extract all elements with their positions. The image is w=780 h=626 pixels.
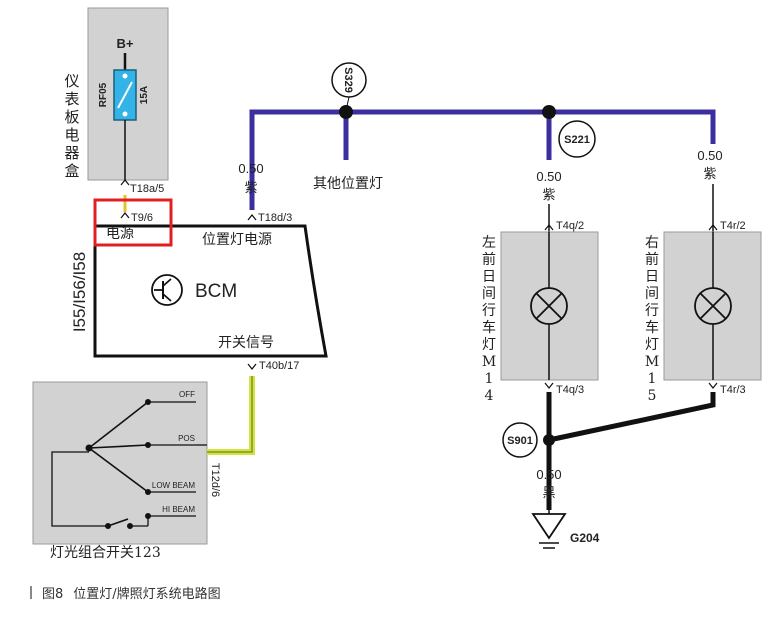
svg-text:器: 器 — [64, 144, 79, 162]
ground-icon — [531, 513, 567, 549]
svg-text:电: 电 — [64, 126, 79, 144]
svg-text:仪: 仪 — [64, 72, 79, 90]
fuse-rating: 15A — [139, 86, 150, 104]
position-power-label: 位置灯电源 — [202, 232, 272, 248]
pin-t40b17: T40b/17 — [259, 360, 299, 372]
switch-pos-hi: HI BEAM — [162, 505, 195, 514]
signal-wire — [207, 376, 255, 455]
right-pin-bottom: T4r/3 — [720, 384, 746, 396]
switch-pos-off: OFF — [179, 390, 195, 399]
highlight-box — [93, 198, 173, 247]
figure-number: 图8 — [42, 587, 64, 602]
splice-s221 — [558, 120, 596, 158]
purple-bus-wire — [249, 109, 716, 210]
switch-pos-low: LOW BEAM — [152, 481, 195, 490]
svg-text:表: 表 — [64, 90, 79, 108]
other-lamps-label: 其他位置灯 — [313, 176, 383, 192]
switch-pos-pos: POS — [178, 434, 195, 443]
bcm-box — [93, 224, 328, 358]
svg-text:盒: 盒 — [64, 162, 79, 180]
svg-text:S329: S329 — [342, 67, 354, 93]
switch-connector: T12d/6 — [209, 463, 221, 497]
bcm-name: BCM — [195, 281, 237, 302]
svg-text:S901: S901 — [507, 435, 533, 447]
left-wire-gauge: 0.50 — [238, 161, 263, 176]
bcm-side-label: I55/I56/I58 — [70, 252, 89, 332]
ground-point-label: G204 — [570, 531, 600, 545]
left-pin-top: T4q/2 — [556, 220, 584, 232]
power-label: 电源 — [106, 226, 134, 242]
switch-name: 灯光组合开关123 — [50, 545, 161, 561]
supply-label: B+ — [117, 36, 134, 51]
switch-contacts — [51, 399, 207, 529]
right-pin-top: T4r/2 — [720, 220, 746, 232]
ground-wire-color: 黑 — [542, 486, 555, 501]
figure-caption: 图8 位置灯/牌照灯系统电路图 — [30, 583, 221, 602]
right-wire-color: 紫 — [703, 167, 716, 182]
splice-dot-s221 — [542, 105, 556, 119]
svg-text:S221: S221 — [564, 134, 590, 146]
pin-t18d3: T18d/3 — [258, 212, 292, 224]
figure-title: 位置灯/牌照灯系统电路图 — [73, 587, 221, 602]
left-wire-color: 紫 — [244, 181, 257, 196]
splice-s329 — [331, 62, 367, 98]
ground-wire-gauge: 0.50 — [536, 467, 561, 482]
svg-text:板: 板 — [64, 108, 79, 126]
light-switch-box — [32, 381, 208, 545]
fuse-name: RF05 — [98, 82, 109, 107]
fuse-element — [117, 81, 133, 109]
caption-bar — [30, 586, 32, 599]
ground-wire-right — [548, 392, 716, 443]
transistor-icon — [151, 274, 183, 306]
splice-dot-s901 — [543, 434, 555, 446]
connector-t18a5: T18a/5 — [130, 183, 164, 195]
fusebox-label: 仪 表 板 电 器 盒 — [64, 72, 79, 180]
mid-wire-gauge: 0.50 — [536, 169, 561, 184]
right-wire-gauge: 0.50 — [697, 148, 722, 163]
pin-t96: T9/6 — [131, 212, 153, 224]
switch-signal-label: 开关信号 — [218, 335, 274, 351]
splice-s901 — [502, 422, 538, 458]
splice-dot-s329 — [339, 105, 353, 119]
left-pin-bottom: T4q/3 — [556, 384, 584, 396]
mid-wire-color: 紫 — [542, 188, 555, 203]
